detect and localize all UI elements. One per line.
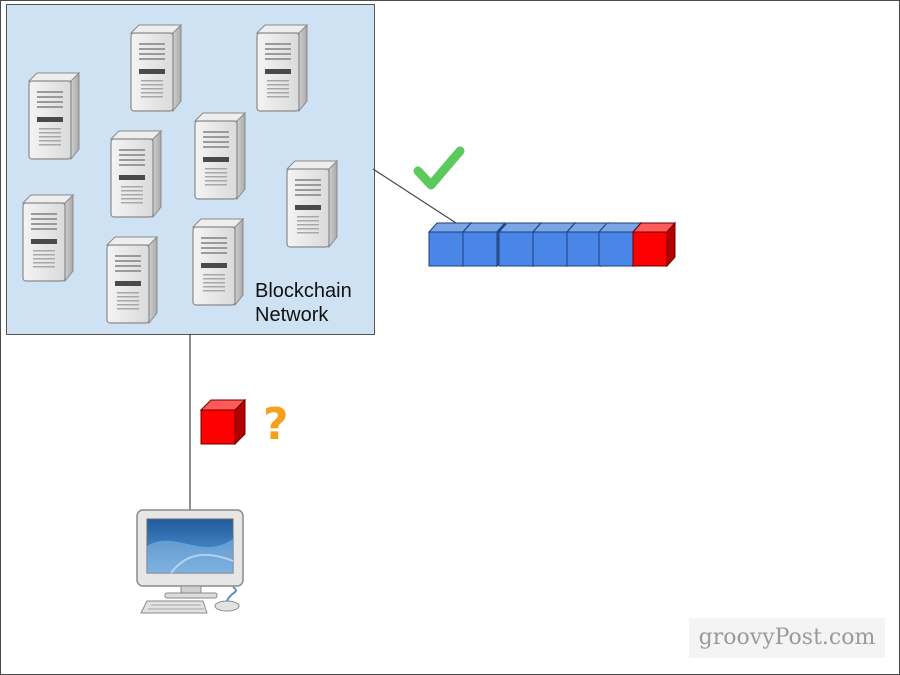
- watermark: groovyPost.com: [689, 618, 885, 658]
- server-icon: [256, 24, 308, 112]
- server-icon: [28, 72, 80, 160]
- new-block-in-chain: [631, 221, 677, 268]
- checkmark-icon: [413, 146, 465, 190]
- blockchain: [427, 221, 677, 268]
- network-label-line1: Blockchain: [255, 280, 352, 302]
- server-icon: [106, 236, 158, 324]
- question-icon: ?: [263, 399, 289, 450]
- pending-block: [199, 398, 247, 446]
- server-icon: [194, 112, 246, 200]
- network-label: Blockchain Network: [255, 279, 352, 327]
- chain-connection-line: [372, 168, 457, 224]
- server-icon: [130, 24, 182, 112]
- server-icon: [286, 160, 338, 248]
- server-icon: [22, 194, 74, 282]
- desktop-computer-icon: [136, 509, 244, 614]
- server-icon: [192, 218, 244, 306]
- network-label-line2: Network: [255, 304, 329, 326]
- server-icon: [110, 130, 162, 218]
